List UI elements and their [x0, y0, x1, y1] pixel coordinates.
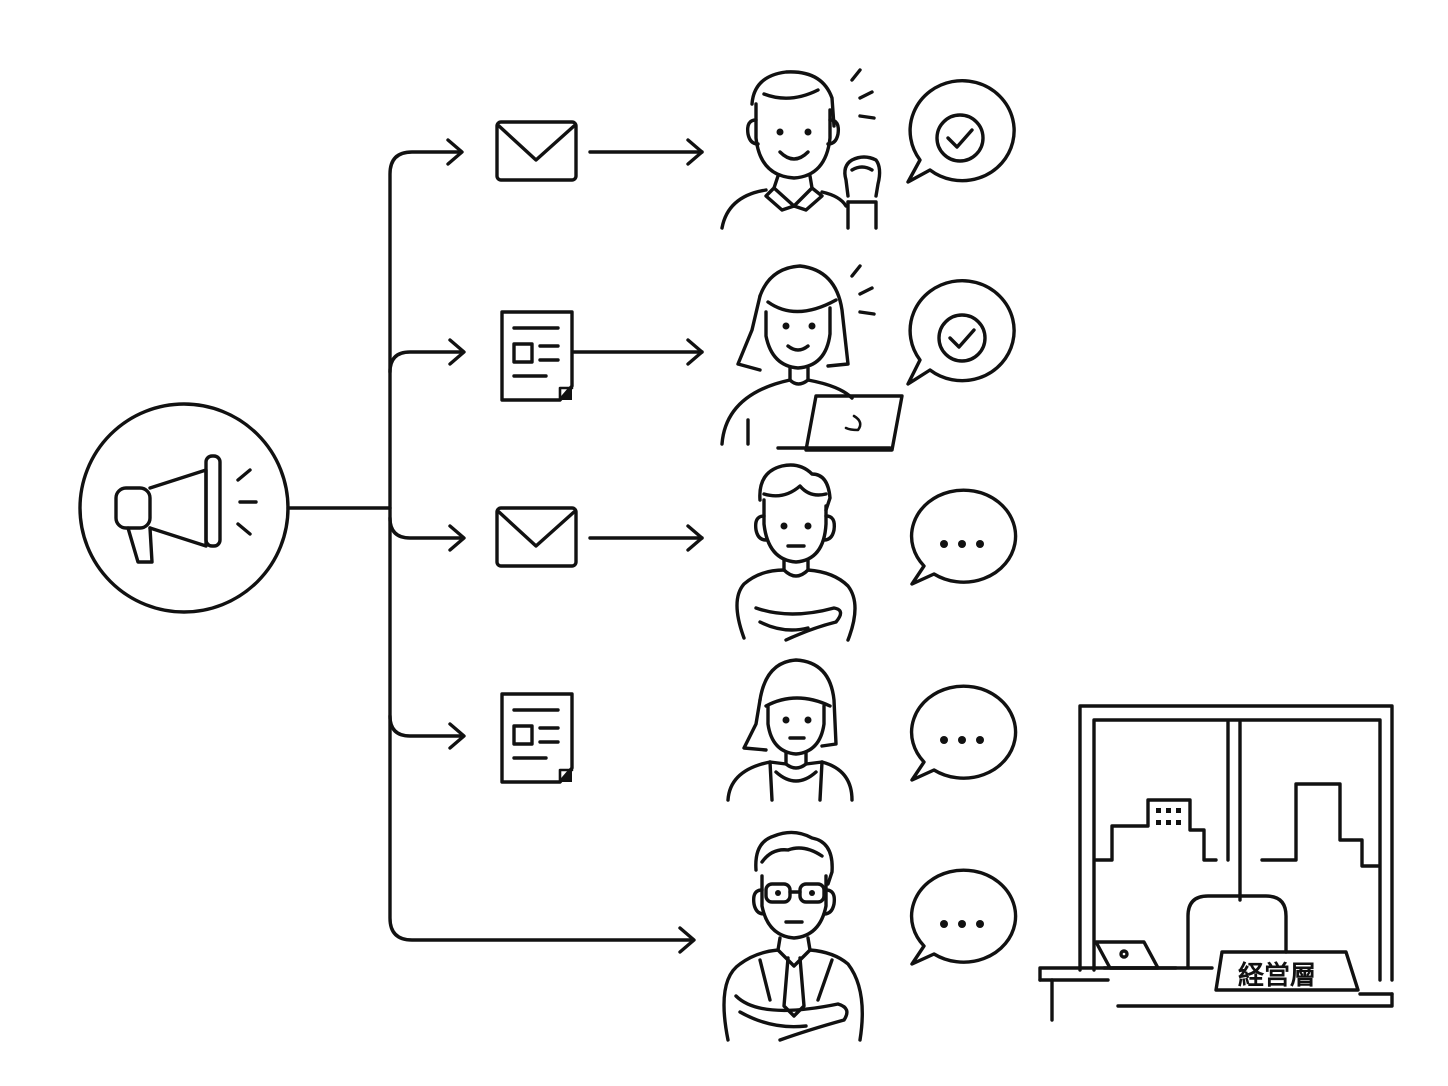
name-plate-label: 経営層	[1238, 960, 1316, 991]
ellipsis-bubble-3	[909, 868, 1018, 966]
laptop-icon	[776, 394, 904, 452]
person-engaged-woman	[720, 264, 904, 452]
document-icon	[500, 692, 574, 784]
person-icon	[722, 830, 864, 1042]
person-icon	[720, 264, 904, 452]
person-engaged-man	[720, 68, 882, 230]
megaphone-icon	[114, 454, 258, 564]
ellipsis-bubble-icon	[909, 868, 1018, 966]
channel-envelope-2	[495, 506, 704, 568]
person-neutral-woman	[726, 658, 854, 802]
ellipsis-bubble-2	[909, 684, 1018, 782]
name-plate: 経営層	[1214, 950, 1360, 992]
check-bubble-2	[906, 278, 1016, 386]
source-circle	[78, 402, 290, 614]
channel-envelope-1	[495, 120, 704, 182]
channel-document-1	[500, 310, 704, 402]
check-bubble-icon	[906, 278, 1016, 386]
person-icon	[735, 463, 857, 642]
check-bubble-1	[906, 78, 1016, 184]
ellipsis-bubble-1	[909, 488, 1018, 586]
envelope-icon	[495, 506, 578, 568]
office-desk	[1038, 966, 1214, 982]
office-chair	[1186, 894, 1288, 970]
person-icon	[720, 70, 882, 230]
person-neutral-man	[735, 463, 857, 642]
executive-office: 経営層	[1038, 704, 1394, 1022]
channel-document-2	[500, 692, 574, 784]
office-window-icon	[1078, 704, 1394, 982]
person-icon	[726, 658, 854, 802]
document-icon	[500, 310, 574, 402]
ellipsis-bubble-icon	[909, 488, 1018, 586]
ellipsis-bubble-icon	[909, 684, 1018, 782]
megaphone-source	[78, 402, 290, 614]
laptop-icon	[1094, 940, 1178, 970]
person-executive	[722, 830, 864, 1042]
branch-connectors	[286, 138, 696, 954]
envelope-icon	[495, 120, 578, 182]
check-bubble-icon	[906, 78, 1016, 184]
